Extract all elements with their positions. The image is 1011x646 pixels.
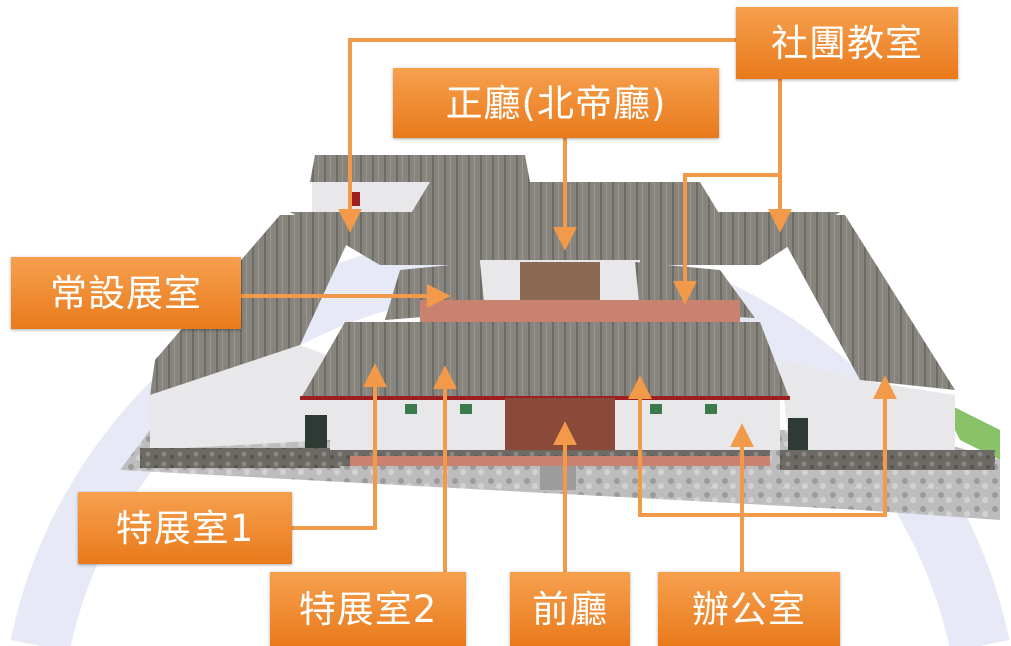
label-office: 辦公室 bbox=[658, 572, 840, 646]
label-permanent-exhibition: 常設展室 bbox=[11, 257, 241, 329]
connector-arrows bbox=[241, 38, 897, 572]
arrow-club-to-left bbox=[338, 38, 736, 233]
rear-annex bbox=[310, 155, 530, 214]
label-special-exhibition-1: 特展室1 bbox=[78, 492, 292, 564]
arrow-special-1 bbox=[292, 363, 387, 530]
label-special-exhibition-2: 特展室2 bbox=[270, 572, 466, 646]
label-main-hall: 正廳(北帝廳) bbox=[393, 68, 719, 138]
label-club-classroom: 社團教室 bbox=[736, 7, 958, 79]
label-front-hall: 前廳 bbox=[510, 572, 630, 646]
arrow-club-to-courtyard bbox=[673, 173, 780, 305]
arrow-office-loop bbox=[628, 375, 897, 517]
left-wing bbox=[140, 215, 360, 468]
